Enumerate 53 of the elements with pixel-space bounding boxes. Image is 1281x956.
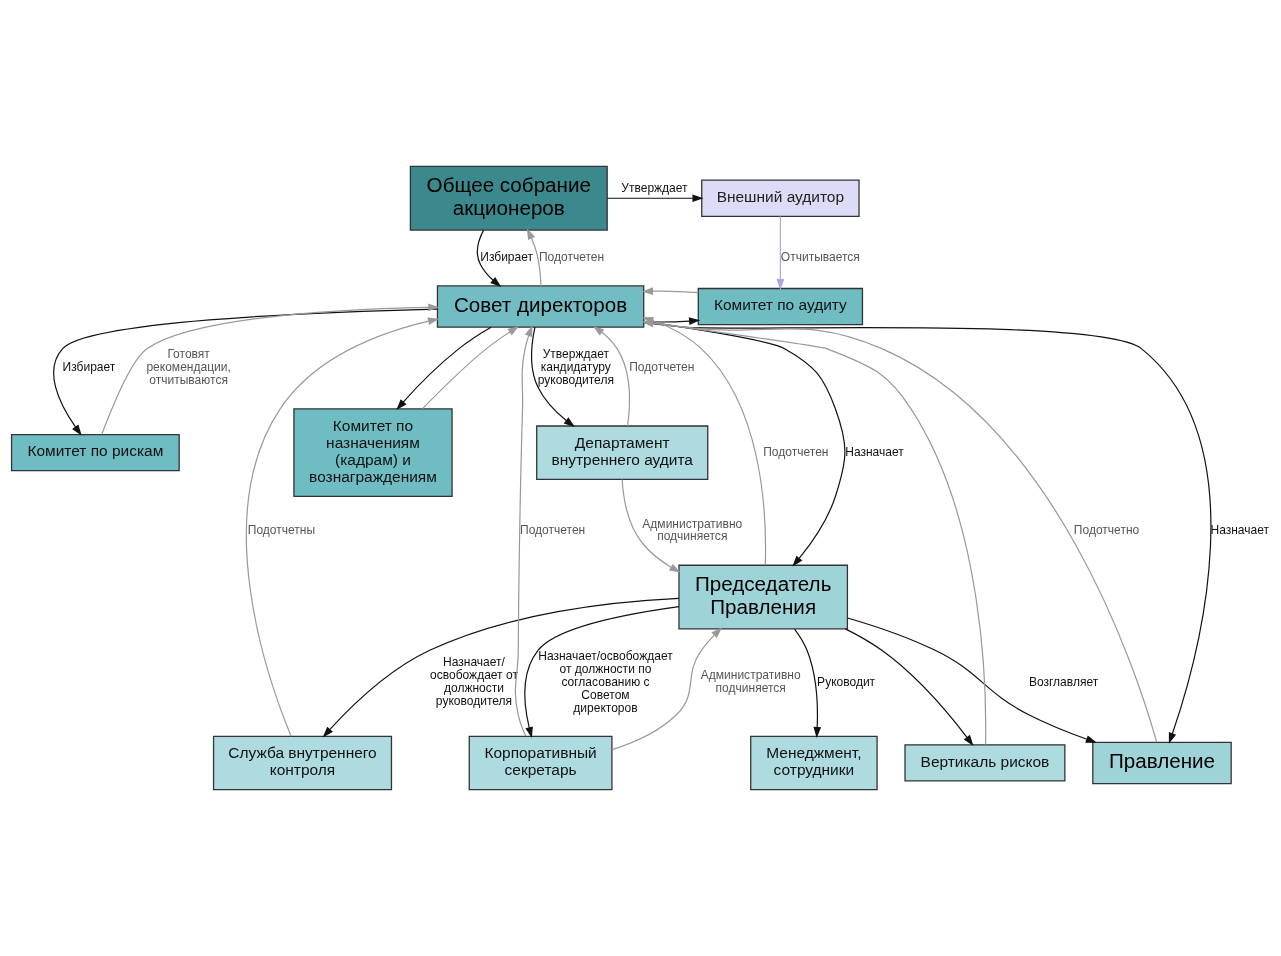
arrow (776, 215, 785, 291)
edge-label: Назначает/освобождает от должности по согласованию с Советом директоров (538, 648, 673, 715)
arrow (53, 308, 438, 436)
arrow (793, 628, 822, 739)
arrow (396, 326, 492, 411)
arrow (514, 325, 533, 737)
edge-label: Подотчетен (629, 360, 695, 375)
arrow (611, 627, 723, 751)
node-box: Комитет по назначениям (кадрам) и вознаграждениям (293, 408, 453, 498)
edge-label: Подотчетны (247, 523, 316, 538)
node-box: Совет директоров (436, 285, 645, 328)
node-box: Правление (1092, 741, 1232, 785)
edge-label: Подотчетно (1073, 523, 1140, 538)
arrow (245, 317, 439, 737)
edge-label: Назначает/ освобождает от должности руководителя (430, 655, 518, 709)
node-box: Менеджмент, сотрудники (750, 735, 878, 791)
arrow (642, 287, 699, 295)
arrow (101, 303, 440, 435)
node-box: Комитет по аудиту (697, 287, 864, 326)
edge-label: Подотчетен (520, 523, 586, 538)
edge-label: Готовят рекомендации, отчитываются (146, 347, 231, 388)
node-box: Корпоративный секретарь (468, 735, 613, 791)
arrow (606, 194, 704, 203)
arrow (526, 228, 542, 287)
edge-label: Подотчетен (763, 444, 829, 459)
edge-label: Назначает (845, 444, 904, 459)
edge-label: Избирает (480, 250, 534, 265)
arrow (593, 326, 631, 427)
edge-label: Утверждает (621, 181, 688, 196)
edge-label: Подотчетен (538, 250, 605, 265)
arrow (322, 597, 680, 738)
arrow (531, 326, 575, 428)
arrow (621, 478, 681, 573)
arrow (421, 326, 519, 410)
node-box: Департамент внутреннего аудита (536, 425, 709, 480)
node-box: Служба внутреннего контроля (212, 735, 393, 791)
node-box: Внешний аудитор (701, 179, 860, 217)
edge-label: Возглавляет (1028, 674, 1099, 689)
arrow (524, 606, 680, 739)
node-box: Председатель Правления (678, 564, 849, 630)
edge-label: Назначает (1210, 523, 1270, 538)
edge-label: Утверждает кандидатуру руководителя (537, 347, 614, 388)
node-box: Комитет по рискам (10, 433, 180, 472)
edge-label: Отчитывается (780, 250, 860, 265)
node-box: Общее собрание акционеров (409, 165, 608, 231)
arrow (844, 628, 974, 746)
node-box: Вертикаль рисков (904, 744, 1066, 782)
arrow (476, 229, 502, 287)
arrow (846, 617, 1097, 743)
edge-label: Избирает (62, 360, 116, 375)
edge-label: Руководит (817, 674, 876, 689)
edge-label: Административно подчиняется (700, 668, 801, 696)
edge-label: Административно подчиняется (642, 516, 743, 544)
